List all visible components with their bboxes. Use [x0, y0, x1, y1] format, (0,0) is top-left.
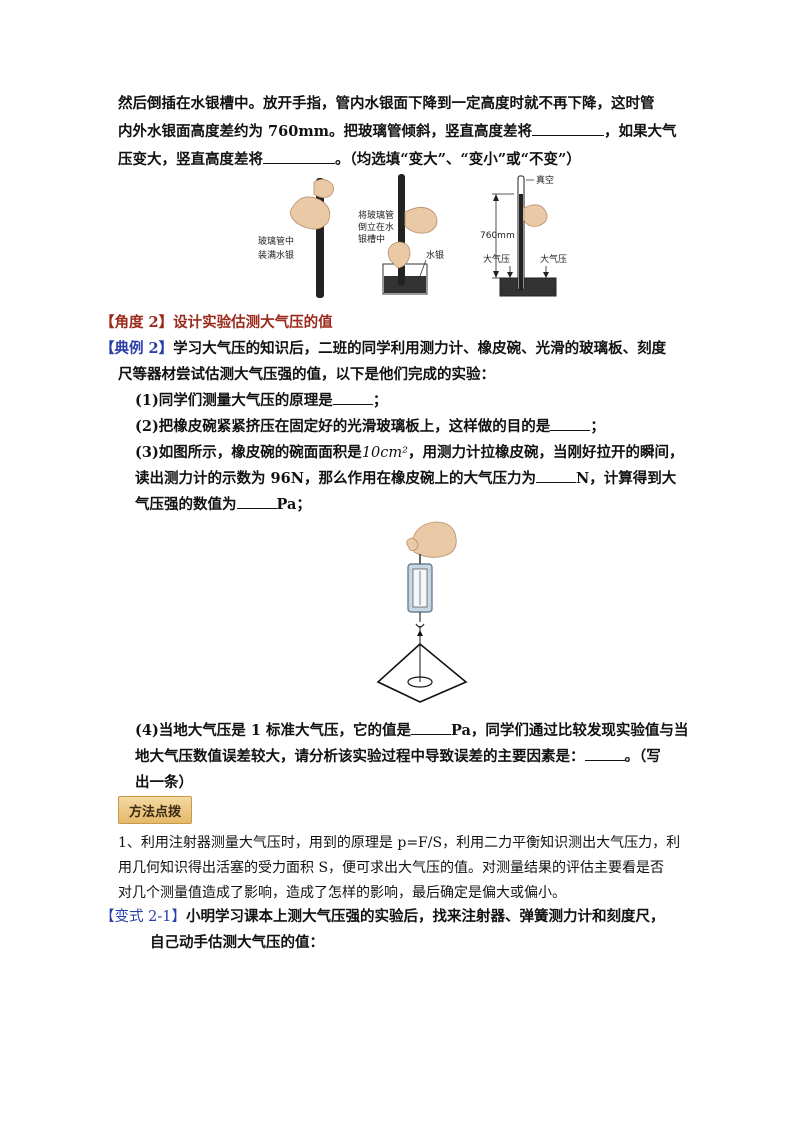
panel-measure: 760mm 真空 大气压 大气压 — [480, 174, 567, 297]
example2-line-1: 【典例 2】学习大气压的知识后，二班的同学利用测力计、橡皮碗、光滑的玻璃板、刻度 — [100, 340, 667, 357]
answer-blank-pressure[interactable] — [263, 149, 335, 164]
method-badge: 方法点拨 — [118, 796, 192, 824]
question-2: (2)把橡皮碗紧紧挤压在固定好的光滑玻璃板上，这样做的目的是； — [135, 416, 605, 435]
thumb-icon — [313, 179, 334, 198]
panel-fill-tube: 玻璃管中 装满水银 — [258, 178, 334, 298]
spring-scale-figure — [376, 521, 468, 703]
answer-blank-q2[interactable] — [550, 416, 591, 431]
intro-line-1: 然后倒插在水银槽中。放开手指，管内水银面下降到一定高度时就不再下降，这时管 — [118, 95, 655, 112]
question-4-line-3: 出一条） — [135, 774, 193, 791]
label-mercury: 水银 — [426, 249, 444, 261]
method-line-2: 用几何知识得出活塞的受力面积 S，便可求出大气压的值。对测量结果的评估主要看是否 — [118, 860, 665, 876]
intro-line-3: 压变大，竖直高度差将。（均选填“变大”、“变小”或“不变”） — [118, 149, 581, 168]
variant-line-1: 【变式 2-1】小明学习课本上测大气压强的实验后，找来注射器、弹簧测力计和刻度尺… — [100, 908, 665, 925]
label-atm-left: 大气压 — [483, 253, 510, 265]
answer-blank-tilt[interactable] — [532, 121, 604, 136]
hand-icon — [523, 204, 548, 227]
label-fill-2: 装满水银 — [258, 249, 294, 261]
example2-tag: 【典例 2】 — [100, 340, 174, 357]
label-fill-1: 玻璃管中 — [258, 235, 294, 247]
hand-icon — [289, 196, 331, 230]
finger-icon — [387, 241, 411, 269]
torricelli-figure: 玻璃管中 装满水银 将玻璃管 倒立在水 银槽中 水银 760mm — [258, 174, 567, 298]
rubber-cup — [407, 676, 433, 688]
label-760mm: 760mm — [480, 231, 515, 241]
hand-icon — [404, 207, 438, 234]
answer-blank-q3-pressure[interactable] — [236, 494, 277, 509]
intro-line-2: 内外水银面高度差约为 760mm。把玻璃管倾斜，竖直高度差将，如果大气 — [118, 121, 677, 140]
finger-icon — [406, 537, 419, 551]
question-3-line-1: (3)如图所示，橡皮碗的碗面面积是10cm²，用测力计拉橡皮碗，当刚好拉开的瞬间… — [135, 444, 684, 461]
example2-line-2: 尺等器材尝试估测大气压强的值，以下是他们完成的实验： — [118, 366, 495, 383]
label-invert-2: 倒立在水 — [358, 221, 394, 233]
answer-blank-q1[interactable] — [332, 390, 373, 405]
method-line-1: 1、利用注射器测量大气压时，用到的原理是 p=F/S，利用二力平衡知识测出大气压… — [118, 835, 681, 851]
question-1: (1)同学们测量大气压的原理是； — [135, 390, 388, 409]
label-vacuum: 真空 — [536, 174, 554, 186]
answer-blank-q4-atm[interactable] — [411, 720, 451, 735]
angle2-heading: 【角度 2】设计实验估测大气压的值 — [100, 314, 333, 331]
answer-blank-q3-force[interactable] — [535, 468, 576, 483]
area-value: 10cm² — [361, 445, 408, 461]
label-invert-1: 将玻璃管 — [358, 209, 394, 221]
variant-line-2: 自己动手估测大气压的值： — [150, 934, 324, 951]
glass-plate — [376, 642, 468, 703]
hand-icon — [411, 521, 457, 558]
answer-blank-q4-error[interactable] — [584, 746, 625, 761]
panel-invert-tube: 将玻璃管 倒立在水 银槽中 水银 — [358, 174, 444, 295]
label-atm-right: 大气压 — [540, 253, 567, 265]
question-4-line-2: 地大气压数值误差较大，请分析该实验过程中导致误差的主要因素是：。（写 — [135, 746, 661, 765]
method-line-3: 对几个测量值造成了影响，造成了怎样的影响，最后确定是偏大或偏小。 — [118, 885, 566, 901]
variant-tag: 【变式 2-1】 — [100, 909, 186, 925]
label-invert-3: 银槽中 — [358, 233, 385, 245]
